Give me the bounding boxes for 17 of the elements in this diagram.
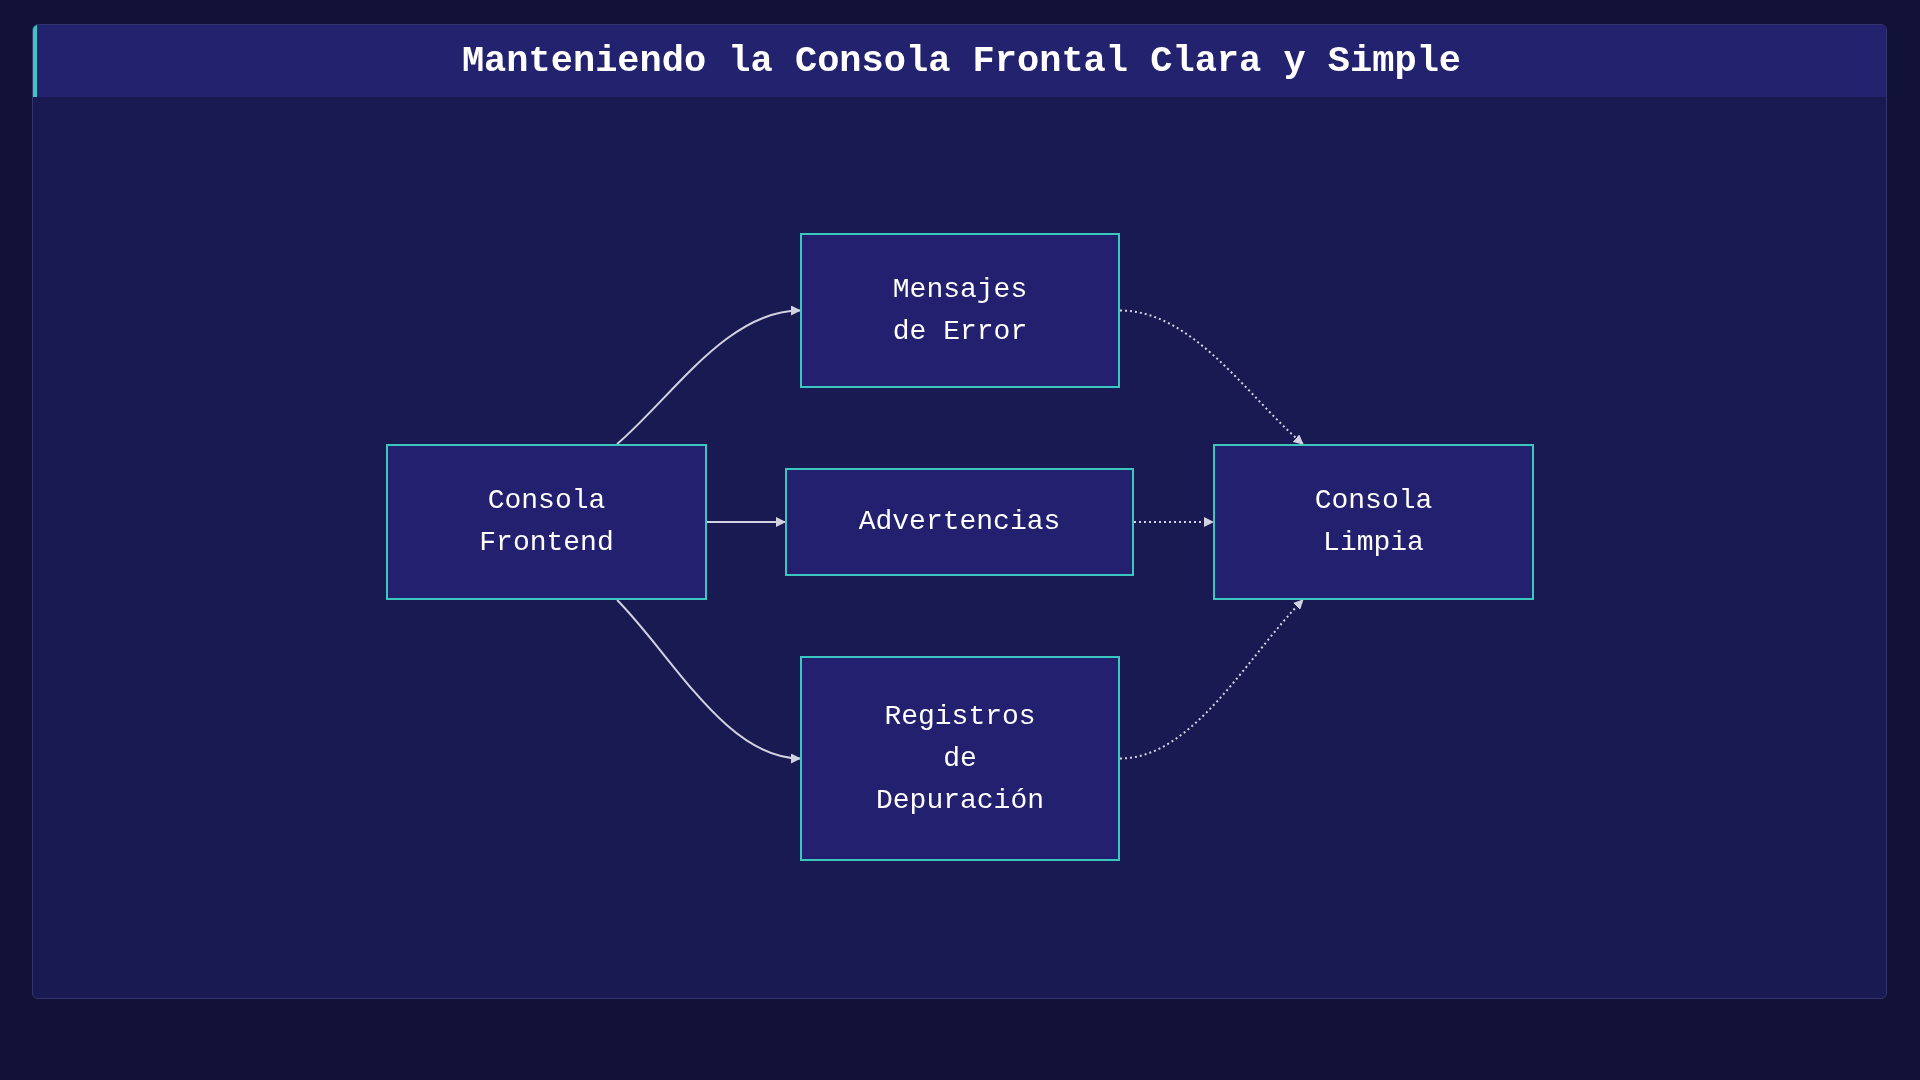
diagram-title: Manteniendo la Consola Frontal Clara y Simple xyxy=(461,42,1462,80)
dotted-arrow xyxy=(1133,517,1214,527)
arrow xyxy=(616,306,801,445)
node-label: Registros de Depuración xyxy=(874,699,1045,818)
process-box xyxy=(800,656,1120,861)
process-box xyxy=(1213,444,1534,600)
dotted-arrow xyxy=(1119,309,1304,445)
arrow xyxy=(616,599,801,763)
process-box xyxy=(386,444,707,600)
process-box xyxy=(800,233,1120,388)
node-label: Consola Limpia xyxy=(1313,484,1434,560)
node-label: Mensajes de Error xyxy=(891,272,1029,349)
node-label: Advertencias xyxy=(858,505,1061,539)
arrow xyxy=(706,517,786,527)
node-label: Consola Frontend xyxy=(478,484,615,560)
dotted-arrow xyxy=(1119,599,1304,760)
process-box xyxy=(785,468,1134,576)
